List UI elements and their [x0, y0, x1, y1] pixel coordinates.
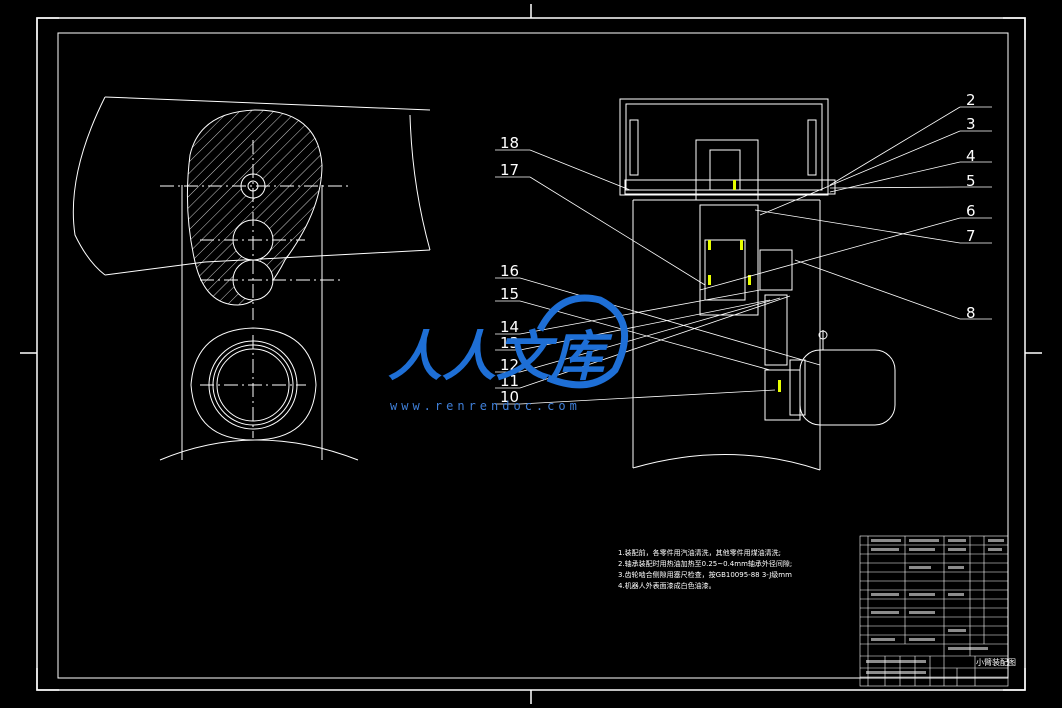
- watermark-swoosh: [536, 294, 629, 389]
- title-block: [859, 535, 1009, 687]
- technical-notes: 1.装配前，各零件用汽油清洗，其他零件用煤油清洗; 2.轴承装配时用热油加热至0…: [618, 548, 792, 590]
- part-number: 4: [966, 147, 976, 165]
- watermark: 人人文库 www.renrendoc.com: [388, 294, 629, 413]
- note-line: 4.机器人外表面漆成白色油漆。: [618, 581, 716, 590]
- note-line: 2.轴承装配时用热油加热至0.25~0.4mm轴承外径间隙;: [618, 559, 792, 568]
- part-number: 11: [500, 372, 519, 390]
- part-number: 8: [966, 304, 976, 322]
- drawing-title: 小臂装配图: [976, 657, 1016, 667]
- part-number: 13: [500, 334, 519, 352]
- part-number: 14: [500, 318, 519, 336]
- leader-lines: [495, 106, 992, 405]
- corner-marks: [20, 4, 1042, 704]
- part-number: 3: [966, 115, 976, 133]
- part-number: 10: [500, 388, 519, 406]
- watermark-brand: 人人文库: [388, 324, 613, 388]
- note-line: 1.装配前，各零件用汽油清洗，其他零件用煤油清洗;: [618, 548, 781, 557]
- part-number: 18: [500, 134, 519, 152]
- part-number: 7: [966, 227, 976, 245]
- part-number: 16: [500, 262, 519, 280]
- side-view: [72, 96, 431, 461]
- part-number: 2: [966, 91, 976, 109]
- part-number: 12: [500, 356, 519, 374]
- title-block-fill: [866, 539, 1004, 674]
- part-number: 5: [966, 172, 976, 190]
- sheet-inner-frame: [57, 32, 1009, 679]
- part-number: 15: [500, 285, 519, 303]
- section-view: [619, 98, 896, 471]
- part-number: 6: [966, 202, 976, 220]
- highlight-marks: [708, 180, 781, 392]
- part-number: 17: [500, 161, 519, 179]
- note-line: 3.齿轮啮合侧隙用塞尺检查，按GB10095-88 3-J级mm: [618, 570, 792, 579]
- part-labels: 2 3 4 5 6 7 8 10 11 12 13 14 15 16 17 18: [500, 91, 976, 406]
- watermark-url: www.renrendoc.com: [390, 399, 581, 413]
- hatched-arm-section: [186, 109, 323, 306]
